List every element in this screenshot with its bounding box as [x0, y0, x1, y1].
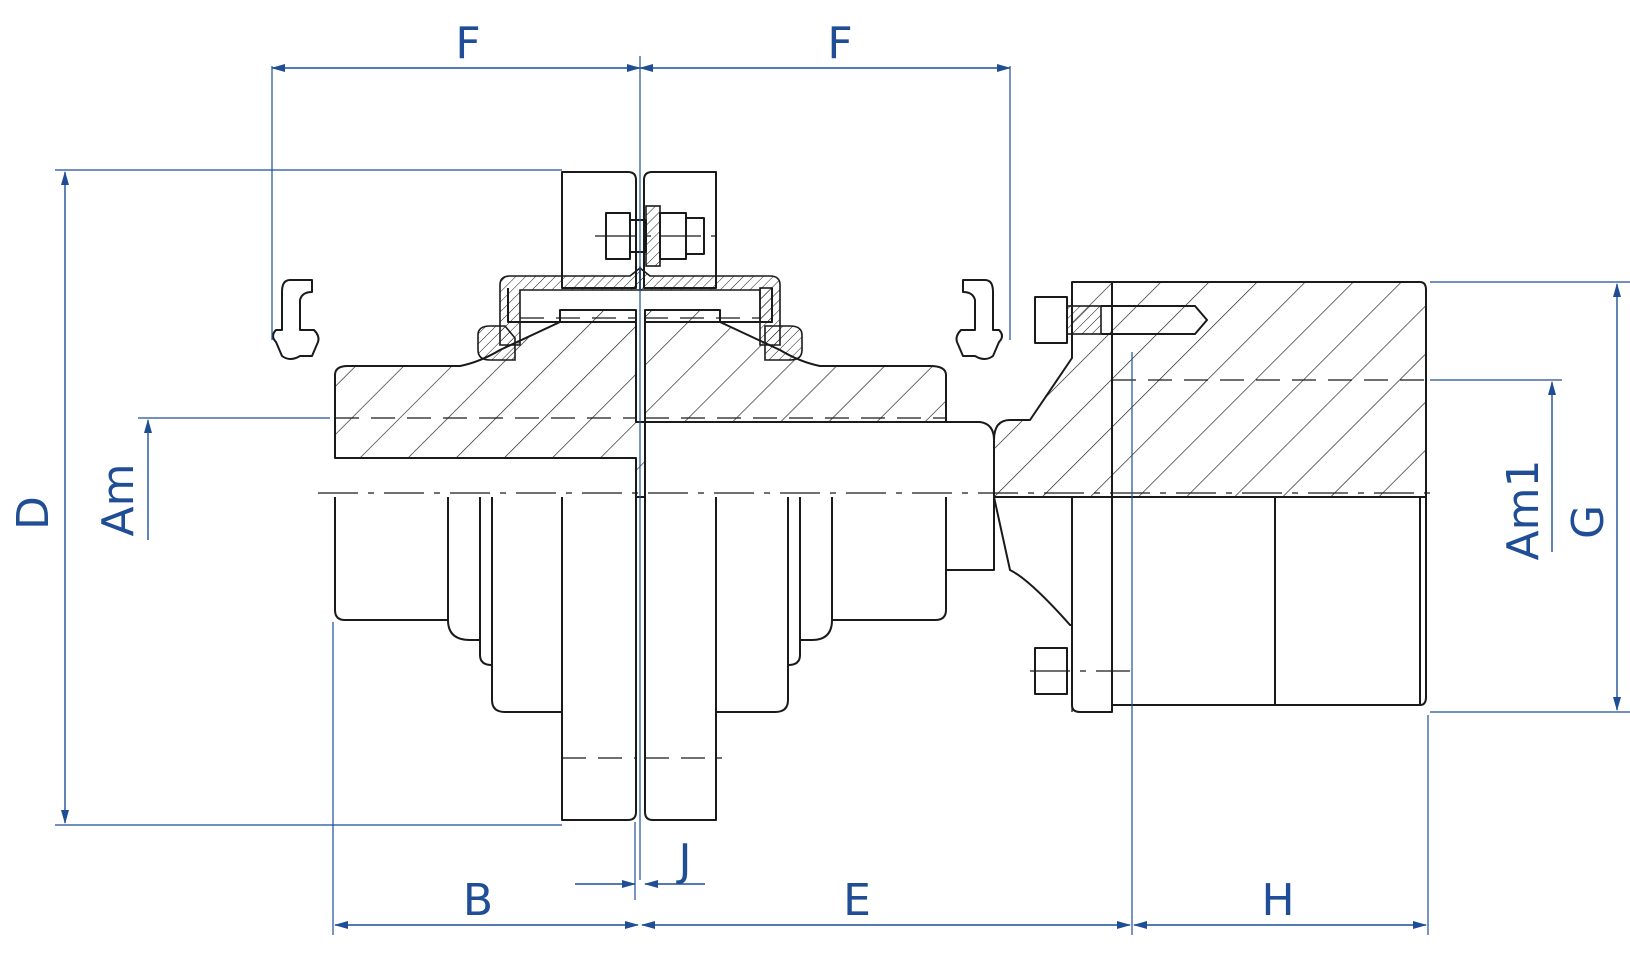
label-g: G [1563, 505, 1614, 539]
label-b: B [463, 875, 493, 926]
dimension-f-right: F [639, 18, 1011, 340]
right-hub-section [644, 309, 995, 497]
label-f-left: F [455, 18, 480, 69]
dimension-f-left: F [271, 18, 641, 880]
left-hub-section [334, 309, 646, 498]
left-hub-view [334, 497, 637, 821]
flange-cover-right [639, 171, 803, 361]
dimension-b: B [332, 622, 639, 935]
sleeve-clip-left [272, 279, 320, 360]
dimension-e: E [641, 352, 1133, 935]
flange-bolt [595, 205, 715, 267]
label-am: Am [93, 464, 144, 537]
dimension-am1: Am1 [1430, 379, 1562, 561]
label-j: J [676, 835, 692, 886]
sleeve-clip-right [955, 279, 1003, 360]
dimension-d: D [8, 169, 562, 826]
dimension-h: H [1133, 715, 1429, 935]
label-h: H [1261, 875, 1294, 926]
right-hub-view [644, 497, 947, 821]
dimension-am: Am [93, 417, 330, 540]
adapter-shaft [945, 281, 1113, 713]
dimension-g: G [1430, 281, 1630, 713]
label-e: E [843, 875, 871, 926]
right-body-section [1111, 281, 1427, 706]
label-f-right: F [827, 18, 852, 69]
dimension-j: J [575, 822, 705, 900]
label-d: D [8, 496, 59, 530]
label-am1: Am1 [1498, 460, 1549, 561]
